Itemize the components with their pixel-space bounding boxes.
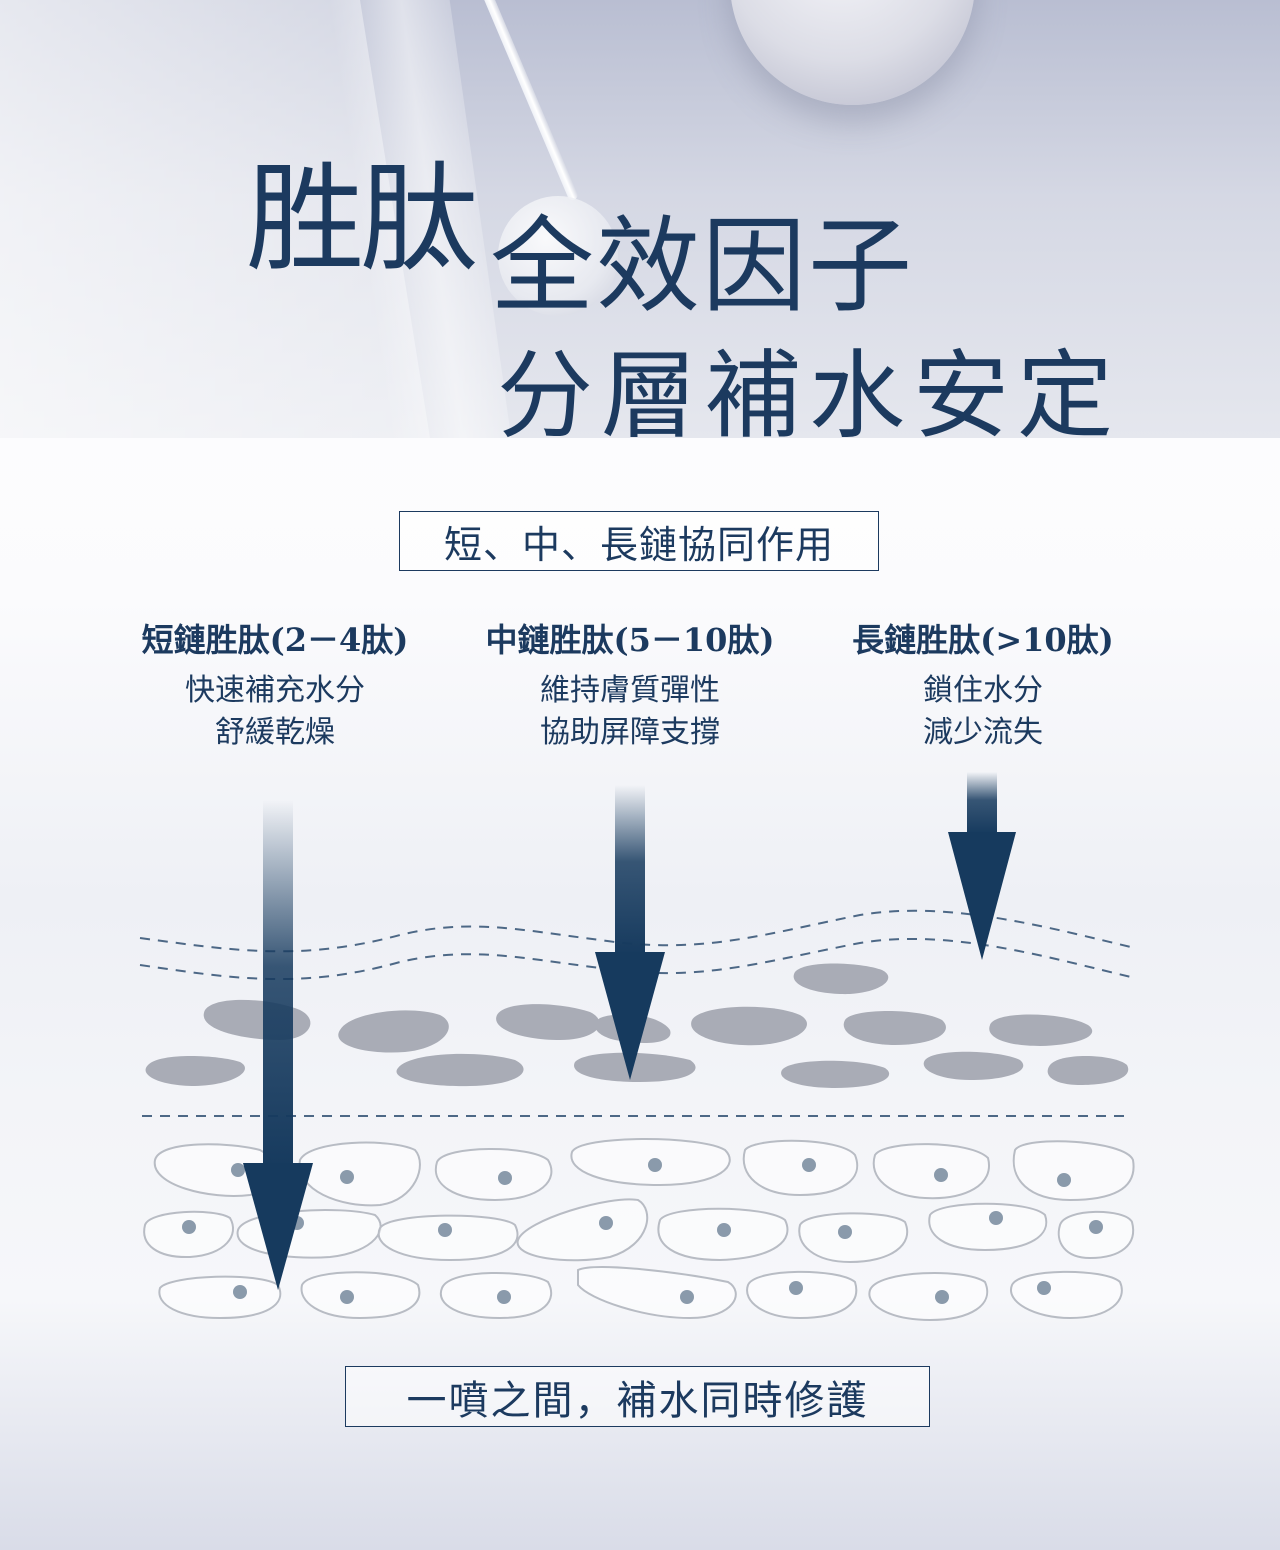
dark-cell — [574, 1052, 696, 1082]
long-chain-title: 長鏈胜肽(>10肽) — [852, 621, 1114, 659]
dark-cell — [496, 1004, 600, 1040]
cell-outline — [158, 1275, 282, 1320]
surface-line-lower — [139, 937, 1136, 981]
cell-outline — [143, 1210, 235, 1259]
cell-outline — [928, 1202, 1048, 1252]
nucleus — [648, 1158, 662, 1172]
nucleus — [838, 1225, 852, 1239]
down-arrow-icon — [948, 772, 1016, 960]
short-chain-desc-line2: 舒緩乾燥 — [215, 715, 335, 750]
nucleus — [231, 1163, 245, 1177]
cell-outline — [746, 1270, 858, 1320]
cell-outline — [439, 1272, 553, 1320]
dark-cell — [989, 1014, 1093, 1046]
nucleus — [182, 1220, 196, 1234]
hero-title-line2: 分層補水安定 — [497, 340, 1121, 452]
long-chain-column: 長鏈胜肽(>10肽) 鎖住水分 減少流失 — [793, 616, 1173, 754]
medium-chain-column: 中鏈胜肽(5－10肽) 維持膚質彈性 協助屏障支撐 — [440, 616, 820, 754]
nucleus — [802, 1158, 816, 1172]
cell-outline — [1057, 1210, 1135, 1260]
nucleus — [1089, 1220, 1103, 1234]
nucleus — [1057, 1173, 1071, 1187]
dark-cell — [691, 1006, 807, 1046]
cell-outline — [516, 1198, 649, 1262]
bottom-badge: 一噴之間，補水同時修護 — [345, 1366, 930, 1427]
decorative-sphere-small — [498, 196, 618, 316]
medium-chain-arrow-head — [595, 952, 665, 1080]
medium-chain-desc: 維持膚質彈性 協助屏障支撐 — [440, 670, 820, 754]
short-chain-arrow-head — [243, 1163, 313, 1290]
dark-cell — [145, 1056, 245, 1086]
medium-chain-arrow-shaft — [615, 785, 645, 955]
nucleus — [599, 1216, 613, 1230]
down-arrow-icon — [243, 800, 313, 1290]
cell-outline — [300, 1271, 421, 1320]
corneum-cells — [145, 963, 1129, 1088]
cell-outline — [434, 1148, 553, 1202]
cell-outline — [798, 1212, 908, 1264]
dark-cell — [396, 1053, 524, 1087]
nucleus — [935, 1290, 949, 1304]
down-arrow-icon — [595, 785, 665, 1080]
short-chain-column: 短鏈胜肽(2－4肽) 快速補充水分 舒緩乾燥 — [85, 616, 465, 754]
nucleus — [340, 1290, 354, 1304]
dark-cell — [843, 1011, 946, 1045]
dark-cell — [203, 999, 311, 1040]
nucleus — [934, 1168, 948, 1182]
cell-outline — [377, 1214, 519, 1262]
cell-outline — [298, 1141, 421, 1207]
cell-nuclei — [182, 1158, 1103, 1304]
nucleus — [680, 1290, 694, 1304]
nucleus — [1037, 1281, 1051, 1295]
nucleus — [340, 1170, 354, 1184]
hero-title-rest: 全效因子 — [490, 205, 915, 327]
cell-outline — [742, 1139, 858, 1197]
medium-chain-desc-line1: 維持膚質彈性 — [540, 673, 720, 708]
long-chain-desc-line2: 減少流失 — [923, 715, 1043, 750]
nucleus — [498, 1171, 512, 1185]
cell-outline — [577, 1266, 737, 1320]
cell-outline — [872, 1143, 991, 1200]
cell-outline — [1009, 1270, 1123, 1320]
medium-chain-desc-line2: 協助屏障支撐 — [540, 715, 720, 750]
hero-background — [0, 0, 1280, 438]
short-chain-desc: 快速補充水分 舒緩乾燥 — [85, 670, 465, 754]
nucleus — [497, 1290, 511, 1304]
long-chain-arrow-head — [948, 832, 1016, 960]
subtitle-badge: 短、中、長鏈協同作用 — [399, 511, 879, 571]
nucleus — [438, 1223, 452, 1237]
dark-cell — [793, 963, 889, 995]
short-chain-desc-line1: 快速補充水分 — [185, 673, 365, 708]
nucleus — [789, 1281, 803, 1295]
dark-cell — [338, 1010, 449, 1053]
nucleus — [717, 1223, 731, 1237]
dark-cell — [923, 1051, 1024, 1080]
long-chain-desc-line1: 鎖住水分 — [923, 673, 1043, 708]
nucleus — [989, 1211, 1003, 1225]
dark-cell — [1047, 1055, 1129, 1085]
surface-line-upper — [139, 909, 1136, 953]
bottom-badge-text: 一噴之間，補水同時修護 — [406, 1377, 869, 1424]
hero-title-big: 胜肽 — [246, 150, 478, 288]
long-chain-desc: 鎖住水分 減少流失 — [793, 670, 1173, 754]
long-chain-arrow-shaft — [967, 772, 997, 834]
short-chain-title: 短鏈胜肽(2－4肽) — [141, 621, 409, 659]
cell-outline — [1012, 1140, 1135, 1202]
subtitle-badge-text: 短、中、長鏈協同作用 — [443, 522, 834, 567]
dark-cell — [781, 1060, 890, 1088]
cell-outline — [868, 1271, 988, 1322]
nucleus — [233, 1285, 247, 1299]
short-chain-arrow-shaft — [263, 800, 293, 1170]
medium-chain-title: 中鏈胜肽(5－10肽) — [485, 621, 775, 659]
